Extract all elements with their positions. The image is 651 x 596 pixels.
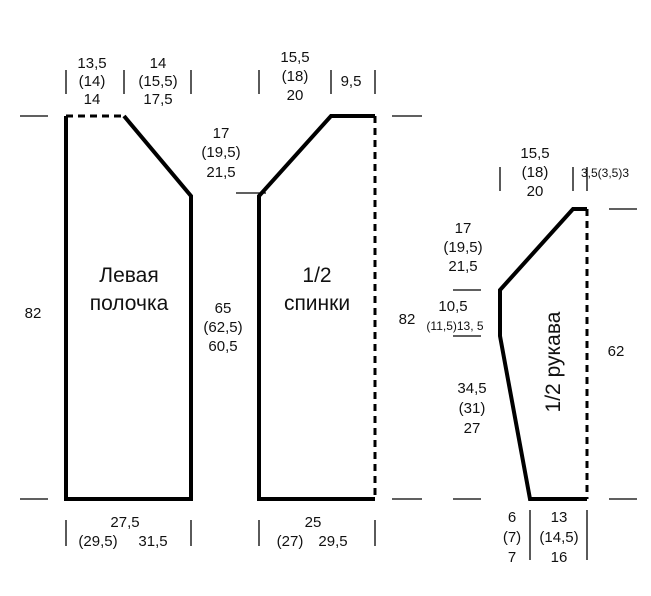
front-bottom-width-1: 27,5 [110,514,139,531]
sleeve-lower-left-2: (31) [459,400,486,417]
sleeve-piece: 15,5 (18) 20 3,5(3,5)3 17 (19,5) 21,5 10… [399,145,630,566]
sleeve-bottom-right-2: (14,5) [539,529,578,546]
sleeve-cap-depth-2: (19,5) [443,239,482,256]
sleeve-top-left-size-1: 15,5 [520,145,549,162]
front-title-line1: Левая [99,264,158,287]
back-title-line2: спинки [284,292,350,315]
sleeve-cap-depth-1: 17 [455,220,472,237]
back-top-left-size-3: 20 [287,87,304,104]
back-outline [257,114,375,501]
back-title-line1: 1/2 [302,264,331,287]
front-body-length-2: (62,5) [203,319,242,336]
back-bottom-width-3: 29,5 [318,533,347,550]
front-body-length-3: 60,5 [208,338,237,355]
back-piece: 15,5 (18) 20 9,5 1/2 спинки 25 (27) 29,5 [257,49,377,550]
front-top-right-size-1: 14 [150,55,167,72]
sleeve-middle-left-2: (11,5)13, 5 [426,319,483,333]
sleeve-bottom-left-2: (7) [503,529,521,546]
sleeve-top-right-size: 3,5(3,5)3 [581,166,629,180]
back-top-left-size-2: (18) [282,68,309,85]
front-neck-depth-3: 21,5 [206,164,235,181]
sleeve-bottom-left-3: 7 [508,549,516,566]
front-title-line2: полочка [90,292,169,315]
sleeve-bottom-right-3: 16 [551,549,568,566]
front-neck-depth-1: 17 [213,125,230,142]
sleeve-cap-depth-3: 21,5 [448,258,477,275]
sleeve-right-total: 62 [608,343,625,360]
sleeve-title: 1/2 рукава [542,311,565,412]
sleeve-middle-left-1: 10,5 [438,298,467,315]
sleeve-outline [498,207,587,501]
sleeve-top-left-size-3: 20 [527,183,544,200]
front-top-left-size-1: 13,5 [77,55,106,72]
back-top-right-size: 9,5 [341,73,362,90]
front-top-left-size-2: (14) [79,73,106,90]
front-bottom-width-2: (29,5) [78,533,117,550]
front-top-right-size-3: 17,5 [143,91,172,108]
front-total-length: 82 [25,305,42,322]
back-bottom-width-1: 25 [305,514,322,531]
front-piece: 13,5 (14) 14 14 (15,5) 17,5 Левая полочк… [25,55,243,550]
back-top-left-size-1: 15,5 [280,49,309,66]
front-outline [64,114,193,501]
sleeve-bottom-left-1: 6 [508,509,516,526]
front-neck-depth-2: (19,5) [201,144,240,161]
sleeve-top-left-size-2: (18) [522,164,549,181]
sleeve-bottom-right-1: 13 [551,509,568,526]
front-top-right-size-2: (15,5) [138,73,177,90]
sleeve-lower-left-3: 27 [464,420,481,437]
reference-lines [20,115,637,500]
front-top-left-size-3: 14 [84,91,101,108]
sleeve-left-total: 82 [399,311,416,328]
front-bottom-width-3: 31,5 [138,533,167,550]
front-body-length-1: 65 [215,300,232,317]
sleeve-lower-left-1: 34,5 [457,380,486,397]
back-bottom-width-2: (27) [277,533,304,550]
